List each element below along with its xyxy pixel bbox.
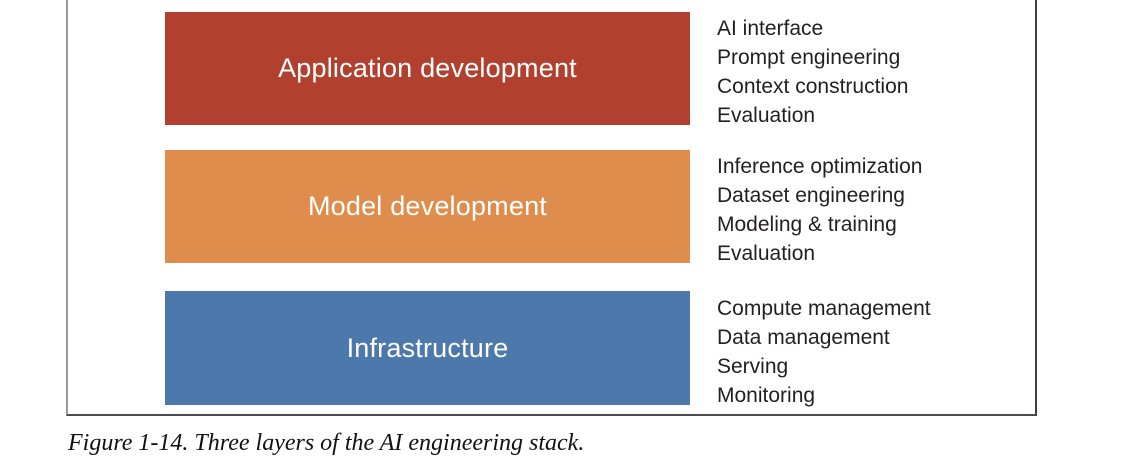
stack-band-application-development: Application development: [165, 12, 690, 125]
detail-item: Serving: [717, 355, 789, 378]
detail-item: Evaluation: [717, 242, 816, 265]
detail-item: AI interface: [717, 17, 824, 40]
detail-item: Data management: [717, 326, 890, 349]
detail-item: Inference optimization: [717, 155, 923, 178]
stack-band-label: Model development: [307, 191, 548, 221]
figure-caption: Figure 1-14. Three layers of the AI engi…: [68, 430, 585, 456]
stack-band-label: Application development: [278, 53, 577, 83]
detail-list-infrastructure: Compute management Data management Servi…: [717, 294, 1047, 410]
detail-item: Evaluation: [717, 104, 816, 127]
detail-item: Monitoring: [717, 384, 816, 407]
stack-band-model-development: Model development: [165, 150, 690, 263]
detail-item: Modeling & training: [717, 213, 897, 236]
detail-item: Compute management: [717, 297, 931, 320]
stack-band-infrastructure: Infrastructure: [165, 291, 690, 405]
detail-list-application-development: AI interface Prompt engineering Context …: [717, 14, 1047, 130]
detail-list-model-development: Inference optimization Dataset engineeri…: [717, 152, 1047, 268]
detail-item: Dataset engineering: [717, 184, 905, 207]
detail-item: Prompt engineering: [717, 46, 901, 69]
detail-item: Context construction: [717, 75, 909, 98]
stack-band-label: Infrastructure: [346, 332, 509, 363]
